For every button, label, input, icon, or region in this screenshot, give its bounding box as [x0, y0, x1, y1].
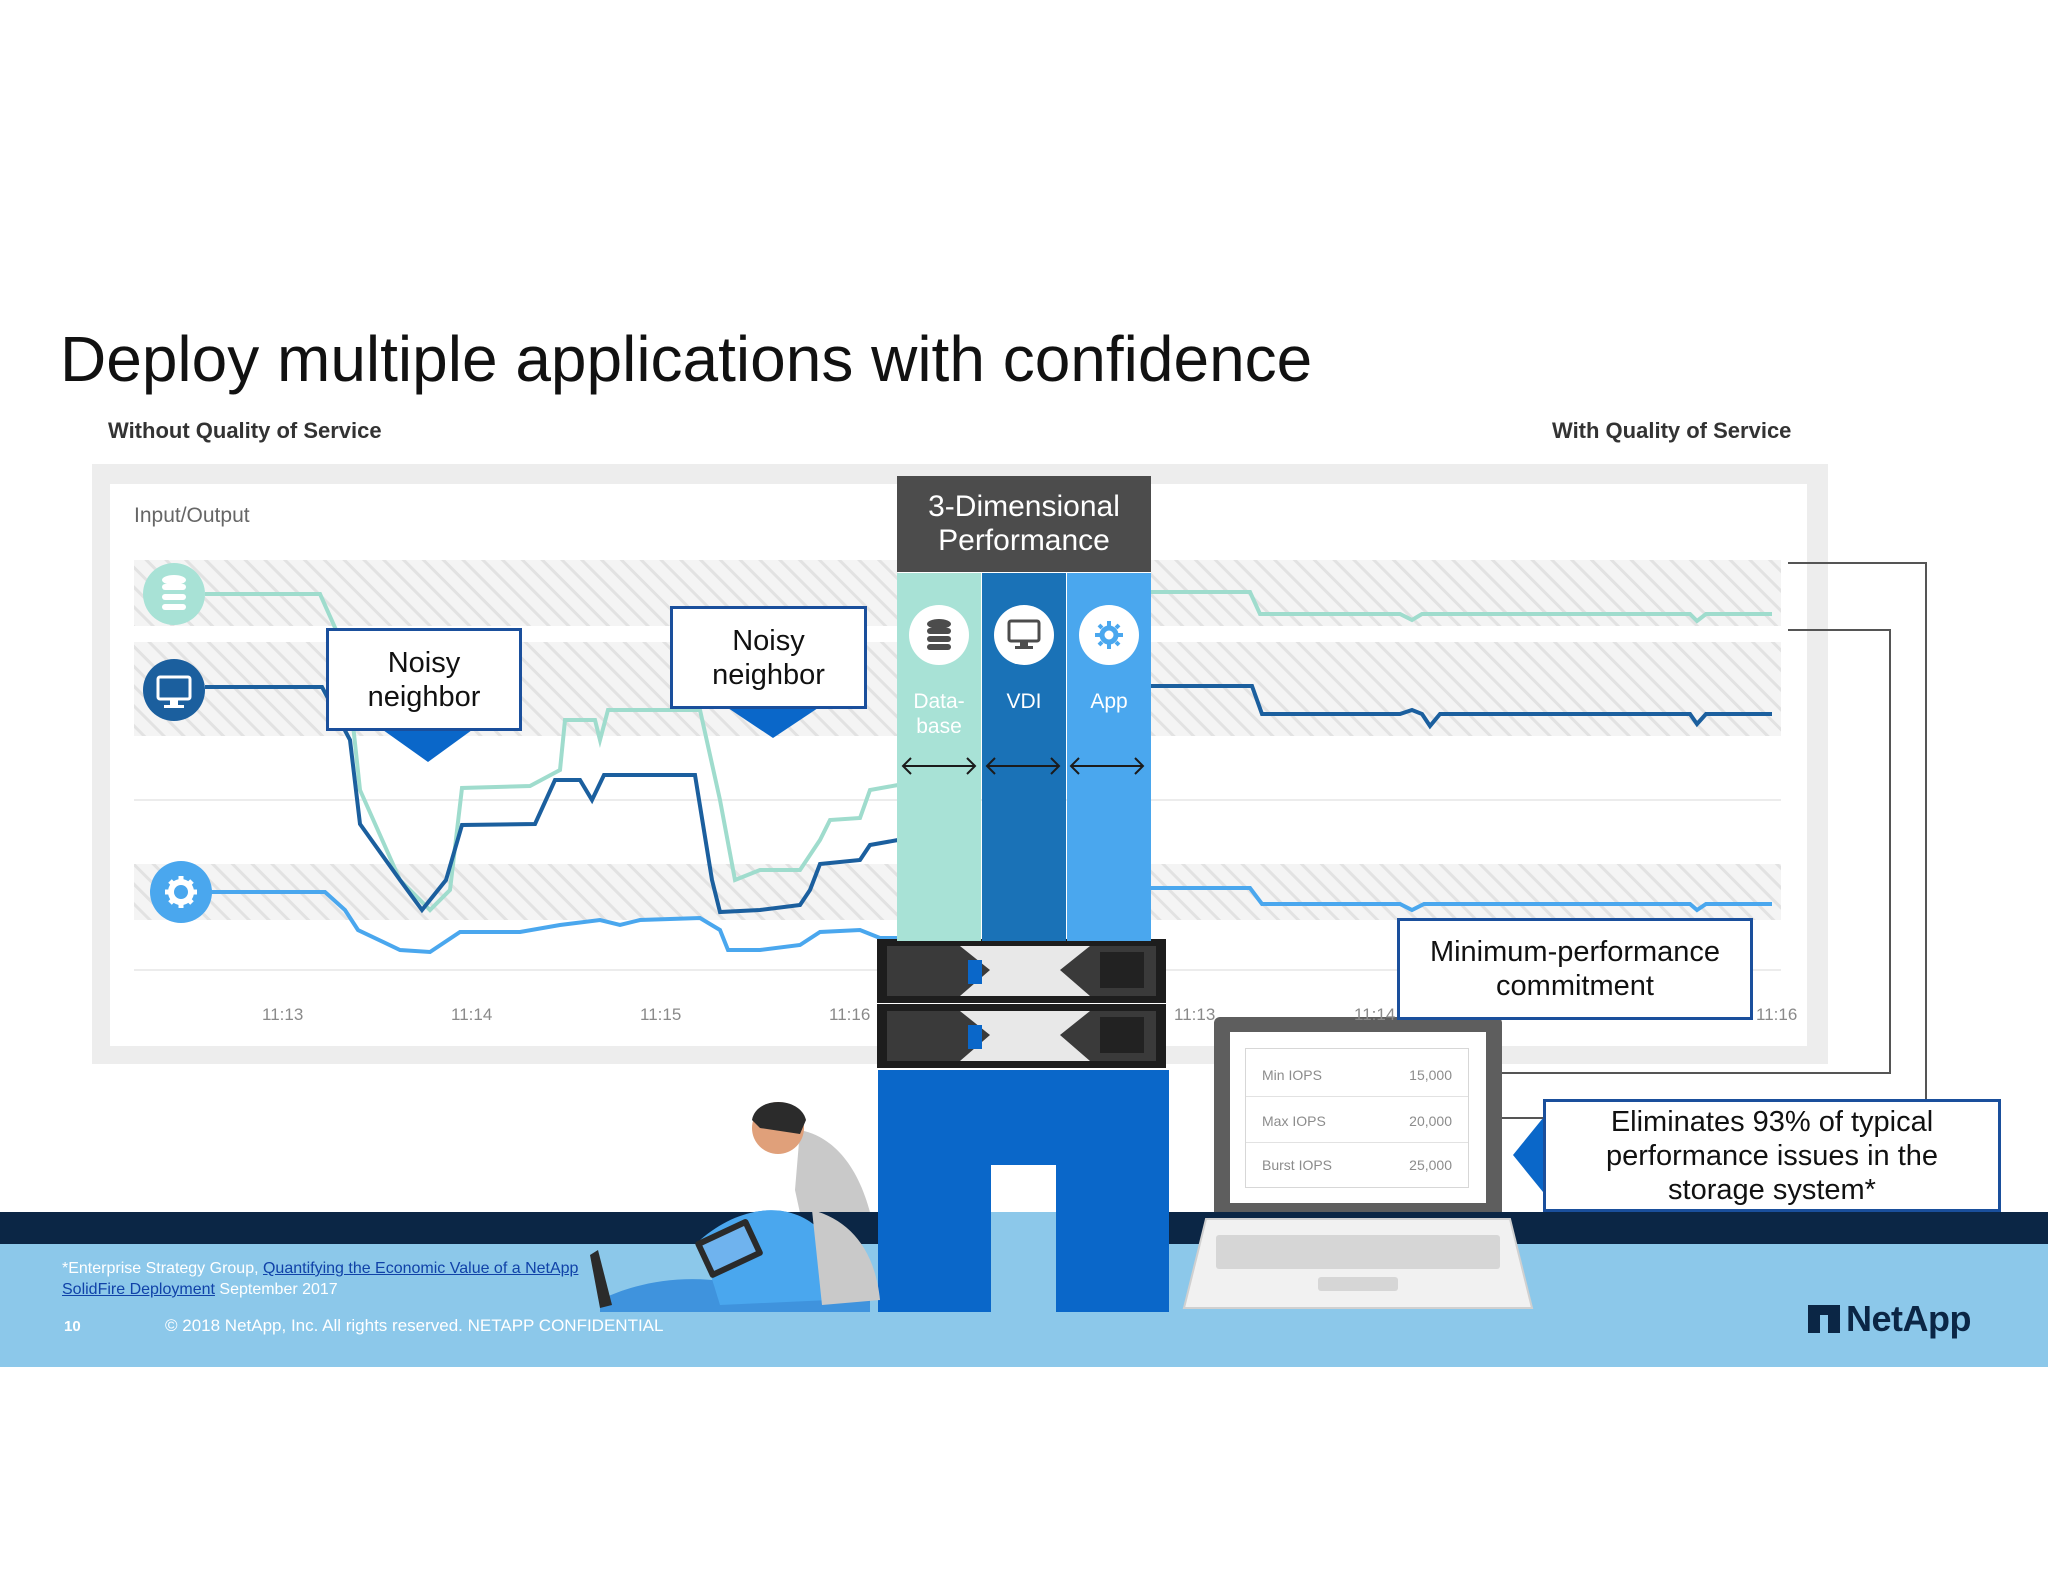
monitor-series-icon — [143, 659, 205, 721]
noisy1-pointer — [383, 730, 472, 762]
footnote-link[interactable]: Quantifying the Economic Value of a NetA… — [62, 1260, 579, 1298]
netapp-logo: NetApp — [1808, 1298, 1972, 1340]
line-vdi-left — [205, 685, 899, 915]
x-tick-label: 11:15 — [640, 1005, 682, 1024]
copyright: © 2018 NetApp, Inc. All rights reserved.… — [165, 1316, 664, 1335]
column-app-label: App — [1090, 690, 1128, 713]
band-app-right — [1151, 864, 1781, 920]
iops-row-max: Max IOPS 20,000 — [1246, 1099, 1468, 1143]
x-tick-label: 11:14 — [1354, 1005, 1396, 1024]
line-vdi-right — [1151, 684, 1772, 730]
line-app-left — [205, 890, 898, 955]
column-vdi: VDI — [982, 573, 1066, 941]
noisy-neighbor-label: Noisy neighbor — [712, 624, 825, 691]
eliminates-callout: Eliminates 93% of typical performance is… — [1543, 1099, 2001, 1212]
iops-name: Max IOPS — [1262, 1113, 1326, 1129]
x-tick-label: 11:13 — [1174, 1005, 1216, 1024]
footnote: *Enterprise Strategy Group, Quantifying … — [62, 1258, 582, 1300]
monitor-icon — [994, 605, 1054, 665]
line-database-right — [1151, 590, 1772, 624]
dimensional-header-label: 3-Dimensional Performance — [928, 490, 1120, 557]
footnote-prefix: *Enterprise Strategy Group, — [62, 1260, 263, 1277]
iops-settings-panel: Min IOPS 15,000 Max IOPS 20,000 Burst IO… — [1245, 1048, 1469, 1188]
y-axis-label: Input/Output — [134, 504, 250, 527]
gear-icon — [1079, 605, 1139, 665]
min-performance-label: Minimum-performance commitment — [1429, 936, 1721, 1002]
storage-server-top — [877, 939, 1166, 1003]
iops-row-min: Min IOPS 15,000 — [1246, 1053, 1468, 1097]
iops-row-burst: Burst IOPS 25,000 — [1246, 1143, 1468, 1187]
column-vdi-label: VDI — [1006, 690, 1042, 713]
iops-value: 25,000 — [1409, 1157, 1452, 1173]
database-icon — [909, 605, 969, 665]
min-performance-callout: Minimum-performance commitment — [1397, 918, 1753, 1020]
x-tick-label: 11:16 — [1756, 1005, 1798, 1024]
page-number: 10 — [64, 1318, 81, 1335]
netapp-logo-text: NetApp — [1846, 1298, 1972, 1339]
database-series-icon — [143, 563, 205, 625]
iops-value: 20,000 — [1409, 1113, 1452, 1129]
noisy-neighbor-callout: Noisy neighbor — [670, 606, 867, 709]
band-vdi-right — [1151, 642, 1781, 736]
iops-name: Min IOPS — [1262, 1067, 1322, 1083]
column-database-label: Data- base — [913, 690, 965, 738]
column-database: Data- base — [897, 573, 981, 941]
netapp-logo-icon — [1808, 1305, 1840, 1333]
eliminates-pointer — [1513, 1118, 1543, 1192]
noisy2-pointer — [728, 708, 818, 738]
x-tick-label: 11:14 — [451, 1005, 493, 1024]
line-database-left — [205, 592, 899, 913]
label-without-qos: Without Quality of Service — [108, 418, 382, 443]
noisy-neighbor-callout: Noisy neighbor — [326, 628, 522, 731]
dimensional-header: 3-Dimensional Performance — [897, 476, 1151, 572]
x-tick-label: 11:13 — [262, 1005, 304, 1024]
column-app: App — [1067, 573, 1151, 941]
eliminates-label: Eliminates 93% of typical performance is… — [1605, 1105, 1939, 1206]
iops-value: 15,000 — [1409, 1067, 1452, 1083]
column-arrows — [901, 757, 1145, 775]
storage-server-bottom — [877, 1004, 1166, 1068]
noisy-neighbor-label: Noisy neighbor — [367, 646, 481, 713]
x-tick-label: 11:16 — [829, 1005, 871, 1024]
line-app-right — [1151, 886, 1772, 913]
iops-name: Burst IOPS — [1262, 1157, 1333, 1173]
gear-series-icon — [150, 861, 212, 923]
slide-title: Deploy multiple applications with confid… — [60, 323, 1313, 395]
label-with-qos: With Quality of Service — [1552, 418, 1792, 443]
footnote-suffix: September 2017 — [214, 1281, 338, 1298]
